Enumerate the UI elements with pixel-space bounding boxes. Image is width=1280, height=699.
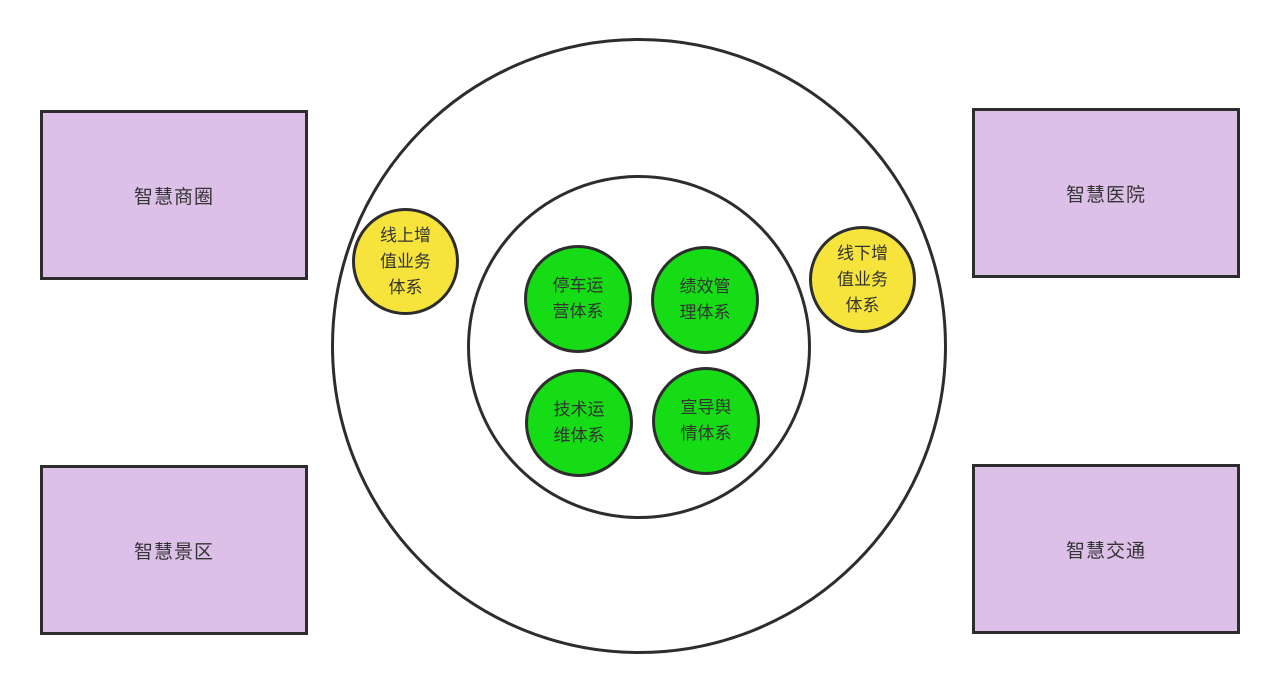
circle-label: 线下增 值业务 体系: [837, 243, 888, 316]
domain-box-smart-scenic-area: 智慧景区: [40, 465, 308, 635]
circle-publicity-opinion-system: 宣导舆 情体系: [652, 367, 760, 475]
domain-box-label: 智慧医院: [1065, 183, 1146, 206]
domain-box-label: 智慧景区: [133, 540, 214, 563]
circle-parking-operation-system: 停车运 营体系: [524, 245, 632, 353]
circle-label: 线上增 值业务 体系: [380, 225, 431, 298]
circle-technical-operations-system: 技术运 维体系: [525, 369, 633, 477]
circle-online-value-added-system: 线上增 值业务 体系: [352, 208, 459, 315]
circle-label: 停车运 营体系: [552, 276, 604, 322]
domain-box-smart-hospital: 智慧医院: [972, 108, 1240, 278]
circle-label: 绩效管 理体系: [679, 277, 731, 323]
circle-label: 宣导舆 情体系: [680, 398, 732, 444]
inner-core-ring: [467, 175, 811, 519]
domain-box-label: 智慧交通: [1065, 539, 1146, 562]
outer-ecosystem-ring: [331, 38, 947, 654]
domain-box-smart-business-district: 智慧商圈: [40, 110, 308, 280]
circle-label: 技术运 维体系: [553, 400, 605, 446]
circle-offline-value-added-system: 线下增 值业务 体系: [809, 226, 916, 333]
circle-performance-management-system: 绩效管 理体系: [651, 246, 759, 354]
domain-box-label: 智慧商圈: [133, 185, 214, 208]
domain-box-smart-transportation: 智慧交通: [972, 464, 1240, 634]
